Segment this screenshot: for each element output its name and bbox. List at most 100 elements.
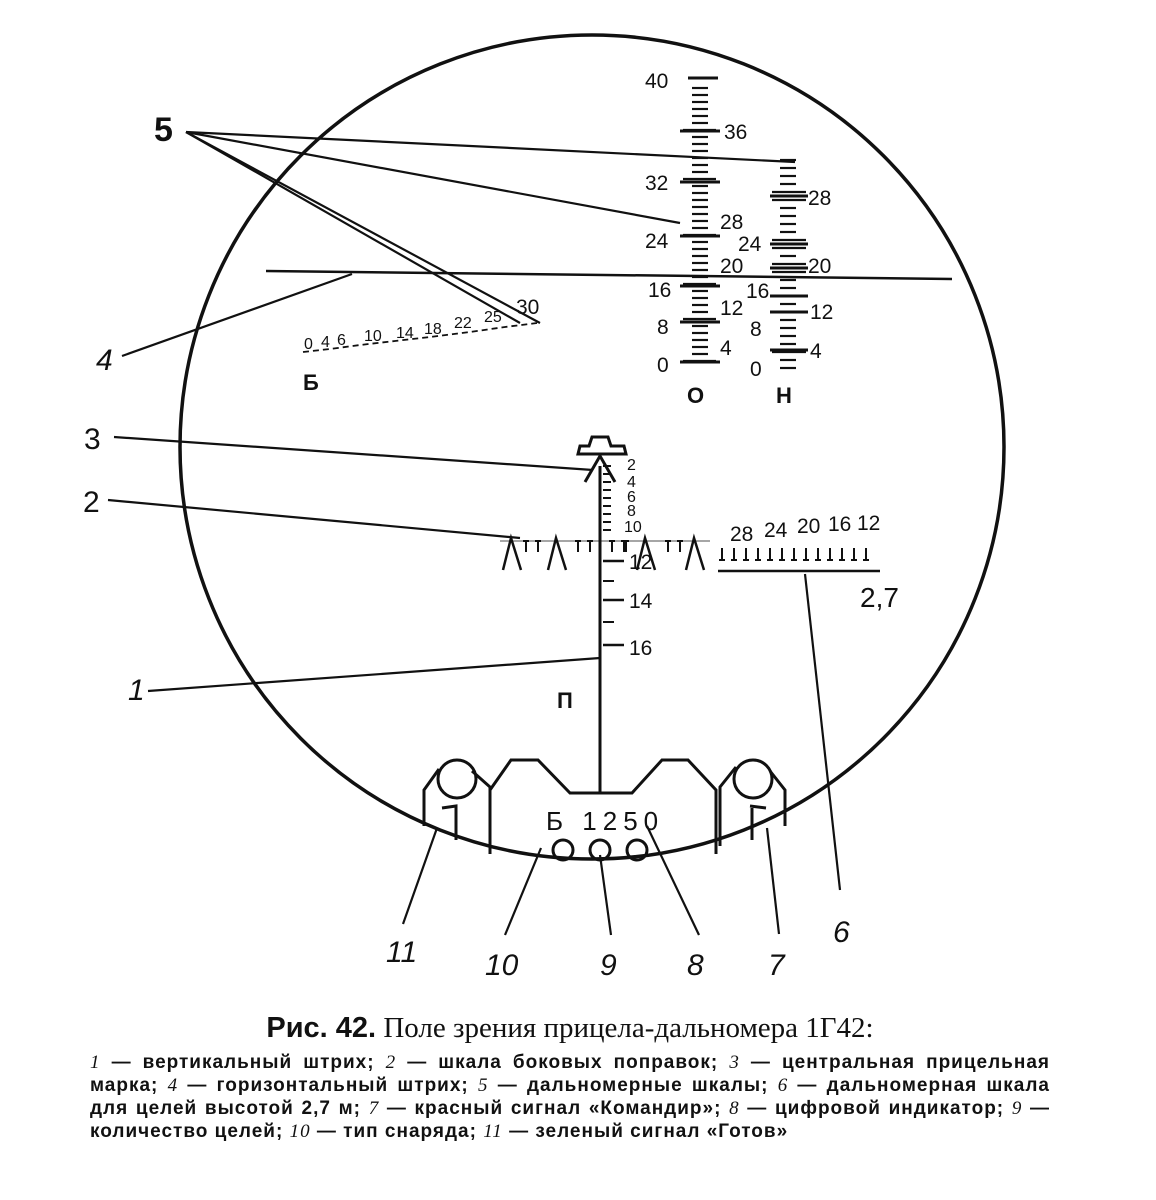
legend-number: 11	[483, 1121, 503, 1142]
vertical-scale-labels-large: 12 14 16	[629, 551, 653, 660]
legend-text: — дальномерная шкала для целей высотой 2…	[90, 1075, 1051, 1119]
vtick-label: 10	[624, 519, 642, 536]
legend-text: — горизонтальный штрих;	[178, 1075, 478, 1096]
scale-o-inner: 12	[720, 297, 743, 320]
legend-number: 7	[368, 1098, 380, 1119]
callout-8: 8	[687, 949, 704, 982]
green-signal-bracket	[422, 768, 492, 840]
legend-number: 6	[777, 1075, 789, 1096]
vtick-label: 6	[627, 489, 636, 506]
horizontal-line	[265, 269, 953, 281]
range-tick-label: 20	[797, 515, 820, 538]
callout-7: 7	[768, 949, 786, 982]
scale-h-left-label: 0	[750, 358, 762, 381]
leader-lines	[107, 130, 842, 936]
digital-indicator: Б 1250	[546, 806, 664, 836]
scale-h-left-label: 8	[750, 318, 762, 341]
vtick-label: 4	[627, 474, 636, 491]
field-of-view-diagram: 2 4 6 8 10 12 14 16 П 28 24 20 16 12 2,7…	[83, 33, 1006, 982]
side-scale-label: 4	[321, 334, 330, 351]
side-scale-b: 0 4 6 10 14 18 22 25 30 Б	[302, 296, 539, 395]
scale-h-label: 12	[810, 301, 833, 324]
scale-o-label: 8	[657, 316, 669, 339]
side-scale-label: 6	[337, 332, 346, 349]
bottom-housing	[422, 758, 787, 862]
scale-o-inner: 4	[720, 337, 732, 360]
callout-5: 5	[154, 111, 173, 149]
callout-labels: 1 2 3 4 5 6 7 8 9 10 11	[83, 111, 850, 982]
range-tick-label: 12	[857, 512, 880, 535]
rangefinder-scale-o-ticks	[680, 76, 720, 364]
range-tick-label: 24	[764, 519, 788, 542]
scale-o-inner: 36	[724, 121, 747, 144]
vtick-label: 12	[629, 551, 652, 574]
side-scale-label: 25	[484, 309, 502, 326]
vtick-label: 16	[629, 637, 652, 660]
legend-text: — количество целей;	[90, 1098, 1051, 1142]
red-signal-commander	[732, 758, 774, 800]
legend-number: 4	[167, 1075, 179, 1096]
callout-1: 1	[128, 674, 145, 707]
side-scale-label: 14	[396, 325, 414, 342]
callout-9: 9	[600, 949, 617, 982]
legend-number: 1	[90, 1052, 101, 1073]
scale-o-label: 0	[657, 354, 669, 377]
scale-o-inner: 28	[720, 211, 743, 234]
side-scale-label: 22	[454, 315, 472, 332]
callout-3: 3	[84, 423, 101, 456]
legend-text: — центральная прицельная марка;	[90, 1052, 1050, 1096]
callout-2: 2	[83, 486, 100, 519]
scale-h-left-label: 24	[738, 233, 762, 256]
vertical-scale-letter: П	[557, 688, 573, 713]
callout-6: 6	[833, 916, 850, 949]
range-scale-ticks	[719, 548, 869, 561]
side-scale-label: 18	[424, 321, 442, 338]
scale-o-letter: О	[687, 383, 704, 408]
legend-number: 5	[478, 1075, 489, 1096]
central-aiming-mark	[576, 435, 628, 483]
callout-10: 10	[485, 949, 519, 982]
scale-o-label: 16	[648, 279, 671, 302]
vertical-scale-labels-small: 2 4 6 8 10	[624, 457, 642, 536]
vtick-label: 14	[629, 590, 653, 613]
legend-number: 3	[729, 1052, 740, 1073]
scale-h-label: 20	[808, 255, 831, 278]
caption-legend: 1 — вертикальный штрих; 2 — шкала боковы…	[90, 1051, 1050, 1143]
legend-number: 10	[289, 1121, 311, 1142]
legend-text: — тип снаряда;	[310, 1121, 484, 1142]
legend-number: 2	[385, 1052, 397, 1073]
legend-text: — зеленый сигнал «Готов»	[502, 1121, 789, 1142]
caption-title-text: Поле зрения прицела-дальномера 1Г42:	[383, 1012, 874, 1044]
scale-h-letter: Н	[776, 383, 792, 408]
legend-text: — дальномерные шкалы;	[488, 1075, 778, 1096]
indicator-housing	[488, 758, 718, 854]
red-signal-bracket	[718, 766, 787, 846]
green-signal-ready	[436, 758, 478, 800]
range-scale-height: 2,7	[860, 582, 899, 613]
range-scale-27: 28 24 20 16 12 2,7	[718, 512, 899, 613]
figure-caption: Рис. 42. Поле зрения прицела-дальномера …	[90, 1012, 1050, 1143]
range-tick-label: 28	[730, 523, 753, 546]
side-scale-label: 10	[364, 328, 382, 345]
scale-h-label: 28	[808, 187, 831, 210]
scale-h-label: 4	[810, 340, 822, 363]
vertical-scale-ticks	[603, 465, 624, 647]
scale-h-left-label: 16	[746, 280, 769, 303]
scale-o-label: 24	[645, 230, 669, 253]
scale-o-label: 40	[645, 70, 668, 93]
caption-fig-number: Рис. 42.	[266, 1012, 377, 1044]
vtick-label: 8	[627, 503, 636, 520]
vtick-label: 2	[627, 457, 636, 474]
legend-text: — цифровой индикатор;	[739, 1098, 1012, 1119]
rangefinder-scale-h-ticks	[770, 158, 808, 370]
field-of-view-circle	[178, 33, 1006, 861]
side-scale-label: 0	[304, 336, 313, 353]
target-count-dot-1	[551, 838, 575, 862]
range-tick-label: 16	[828, 513, 851, 536]
legend-text: — вертикальный штрих;	[100, 1052, 386, 1073]
target-count-dot-3	[625, 838, 649, 862]
scale-o-inner: 20	[720, 255, 743, 278]
caption-title: Рис. 42. Поле зрения прицела-дальномера …	[90, 1012, 1050, 1045]
scale-o-label: 32	[645, 172, 668, 195]
rangefinder-scale-o-labels: 40 32 24 16 8 0 36 28 20 12 4 О	[645, 70, 747, 408]
